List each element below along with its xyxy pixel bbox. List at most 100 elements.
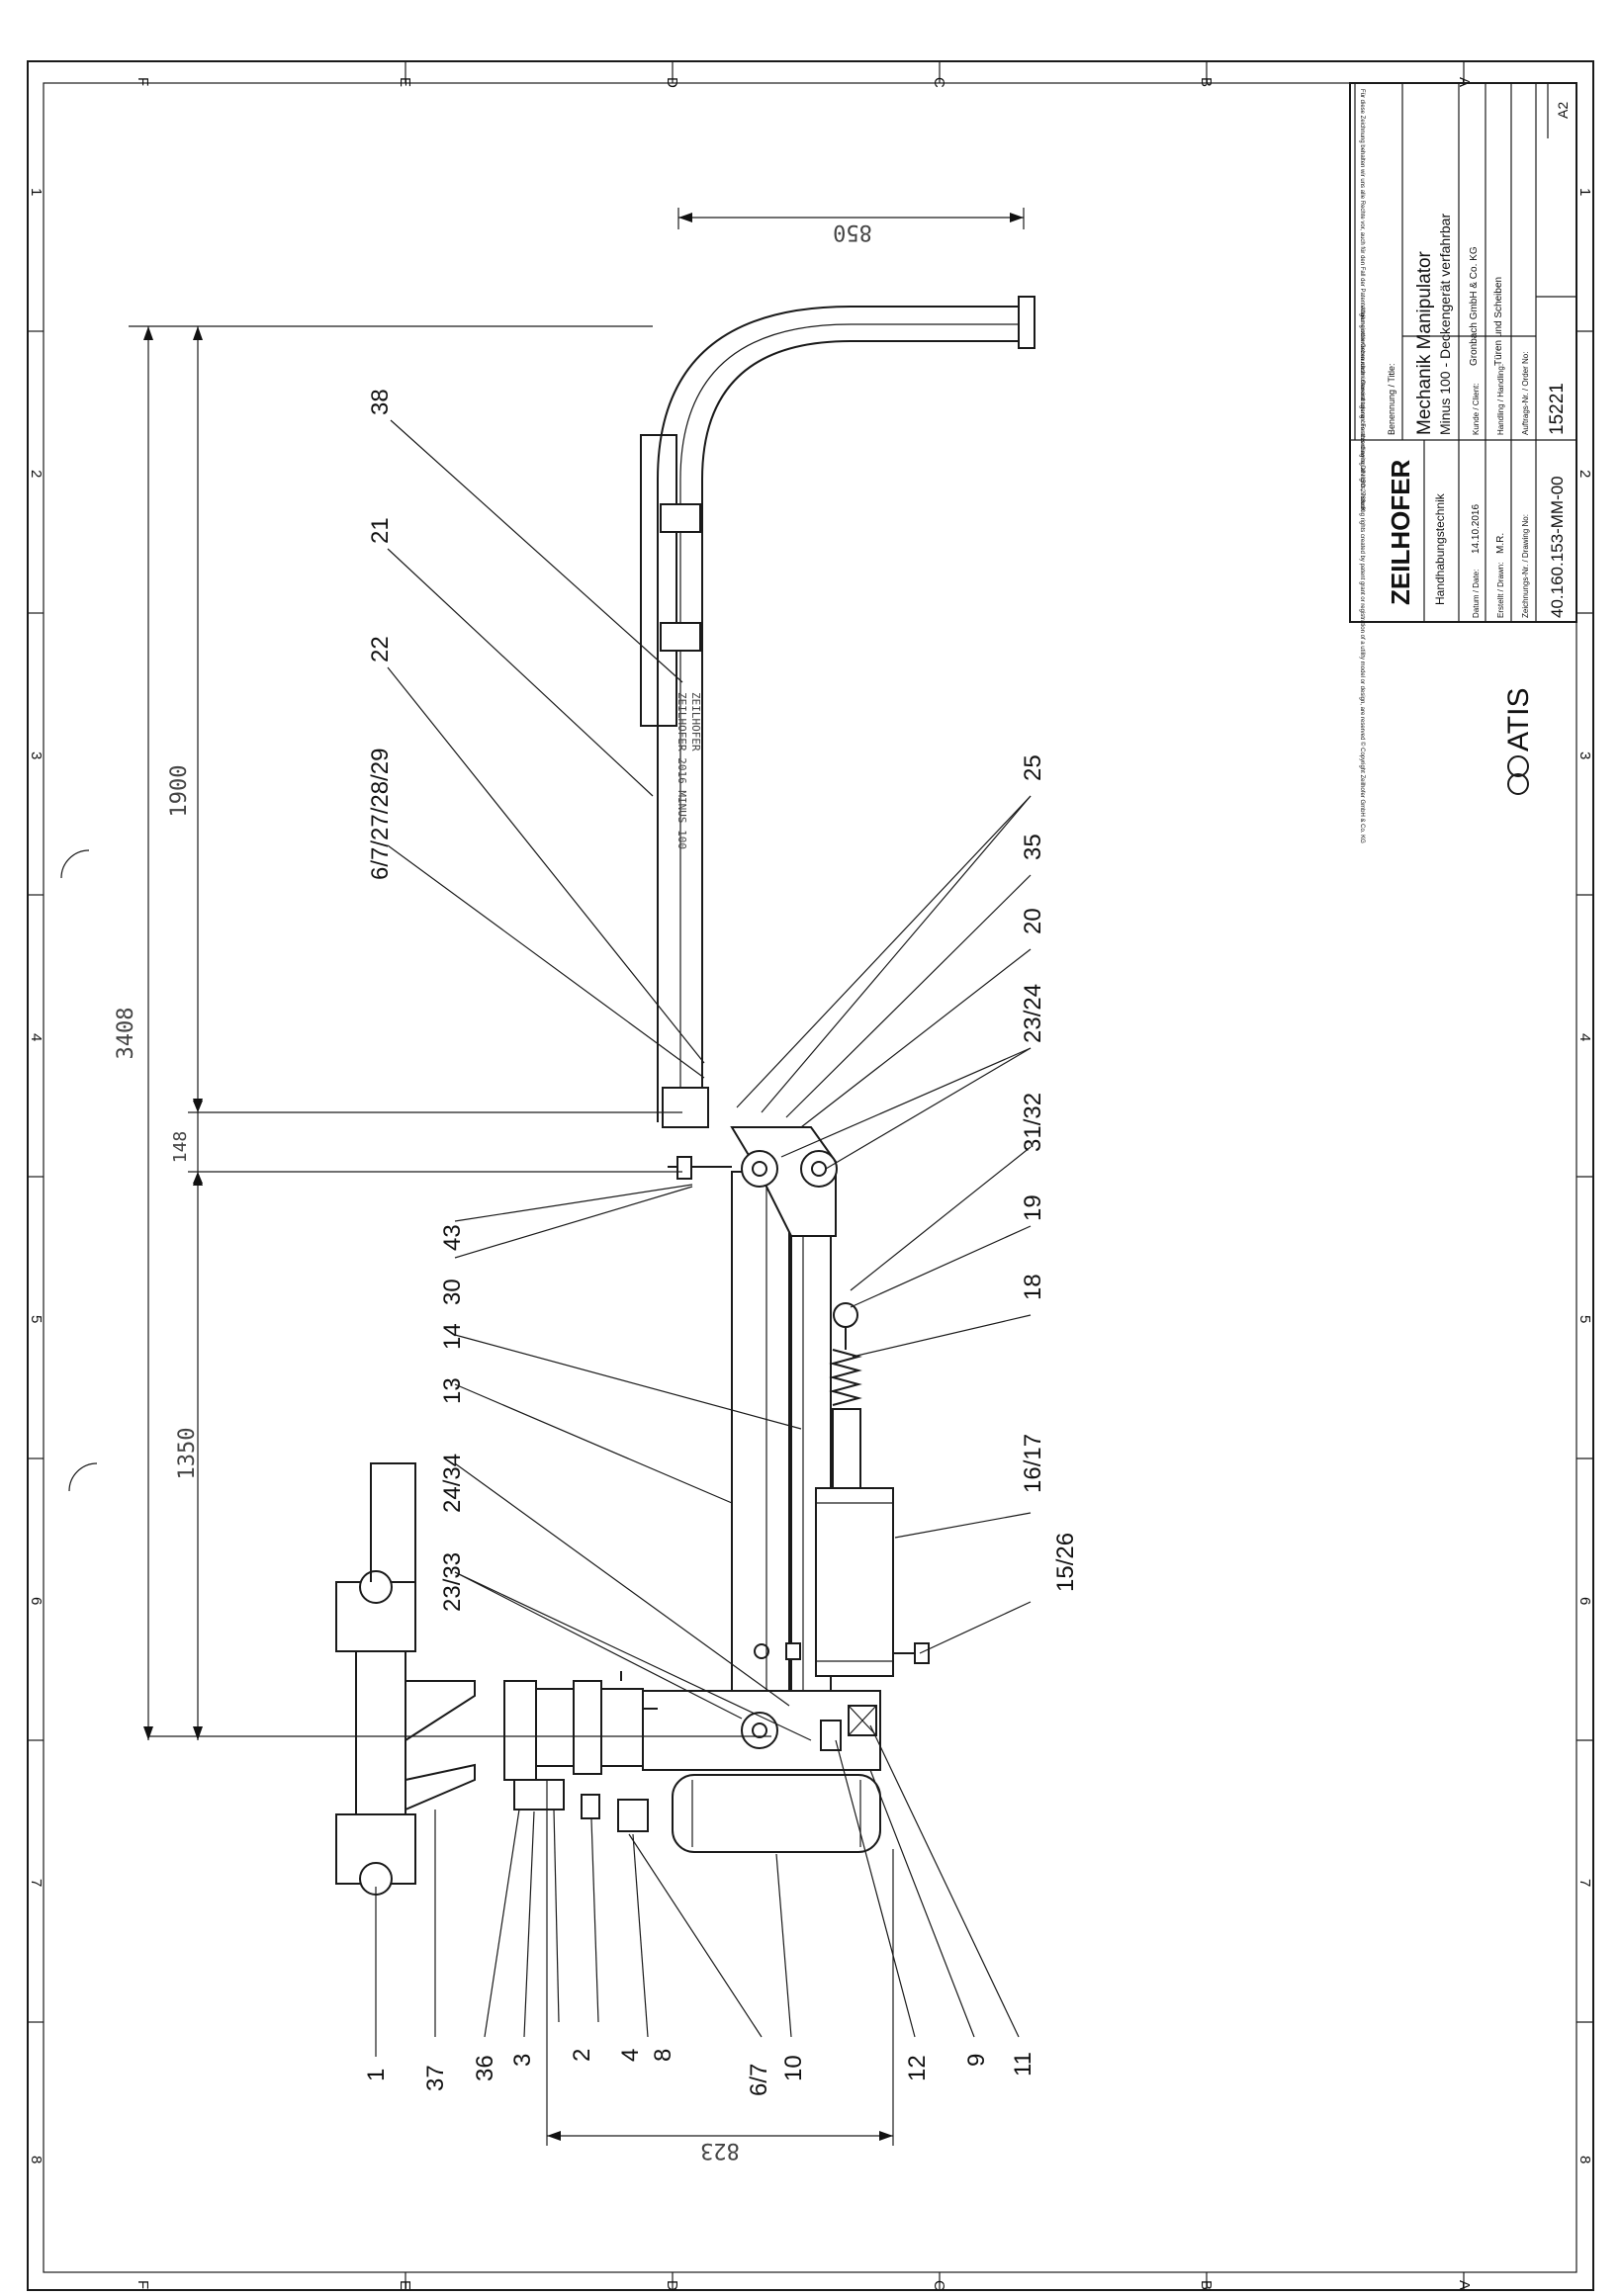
head-pivot-2 (800, 1150, 838, 1188)
cylinder-body (815, 1487, 894, 1677)
trolley-bracket (405, 1763, 476, 1811)
row-left-3: 3 (28, 751, 45, 759)
base-square-cross (848, 1705, 877, 1736)
col-top-b: B (1198, 77, 1215, 87)
valve-block (617, 1799, 649, 1832)
callout-2: 2 (569, 2049, 595, 2062)
callout-37: 37 (422, 2065, 449, 2091)
col-top-f: F (135, 77, 151, 86)
row-left-6: 6 (28, 1597, 45, 1605)
leader-lines (375, 419, 1032, 2057)
row-right-1: 1 (1576, 188, 1593, 196)
arm-pin (754, 1643, 769, 1659)
client-label: Kunde / Client: (1472, 384, 1481, 435)
main-arm (668, 1126, 838, 1726)
trolley-handle (370, 1462, 416, 1582)
callout-19: 19 (1020, 1194, 1046, 1221)
pipe-end-fitting (1018, 296, 1035, 349)
callout-10: 10 (780, 2055, 807, 2081)
upper-arm: ZEILHOFER 2016 MINUS 100 ZEILHOFER (640, 296, 1035, 1128)
callout-24-34: 24/34 (439, 1454, 466, 1513)
arm-nut (785, 1642, 801, 1660)
pipe-label: ZEILHOFER 2016 MINUS 100 (675, 692, 688, 849)
dimension-823: 823 (546, 1780, 894, 2163)
callout-35: 35 (1020, 834, 1046, 860)
callout-11: 11 (1010, 2052, 1036, 2076)
dim-1900-text: 1900 (167, 765, 192, 818)
row-right-3: 3 (1576, 751, 1593, 759)
callout-9: 9 (963, 2054, 990, 2067)
client-value: Gronbach GmbH & Co. KG (1469, 246, 1480, 366)
date-value: 14.10.2016 (1471, 504, 1482, 554)
callout-36: 36 (472, 2055, 498, 2081)
atis-logo-ring (1507, 755, 1529, 777)
callout-12: 12 (904, 2055, 931, 2081)
col-top-e: E (397, 77, 413, 87)
zone-labels: F E D C B A F E D C B A 1 2 3 4 5 6 7 8 … (28, 77, 1593, 2291)
row-right-7: 7 (1576, 1879, 1593, 1887)
cylinder-rod-housing (832, 1408, 861, 1489)
date-label: Datum / Date: (1472, 570, 1481, 618)
row-left-8: 8 (28, 2156, 45, 2164)
callout-18: 18 (1020, 1274, 1046, 1300)
row-left-4: 4 (28, 1033, 45, 1041)
callout-31-32: 31/32 (1020, 1093, 1046, 1152)
col-bottom-a: A (1456, 2280, 1473, 2290)
trolley-wheel (359, 1570, 393, 1604)
row-left-5: 5 (28, 1315, 45, 1323)
pipe-outer (657, 306, 1029, 1122)
pneumatic-tank (672, 1774, 881, 1853)
title-block-frame (1349, 82, 1577, 623)
punch-hole-mark (60, 849, 90, 879)
dim-850-text: 850 (833, 220, 872, 244)
cylinder-fitting (914, 1642, 930, 1664)
punch-hole-mark (68, 1462, 98, 1492)
dim-3408-text: 3408 (114, 1008, 138, 1060)
order-no: 15221 (1547, 383, 1568, 435)
callout-30: 30 (439, 1279, 466, 1305)
title-1: Mechanik Manipulator (1414, 250, 1435, 435)
col-top-d: D (664, 77, 680, 88)
col-bottom-d: D (664, 2280, 680, 2291)
head-pivot (741, 1150, 778, 1188)
column-lower (513, 1779, 565, 1810)
tolerance-note: Allgemeintoleranzen nach / General toler… (1359, 307, 1365, 511)
row-right-5: 5 (1576, 1315, 1593, 1323)
dimension-3408: 3408 (114, 325, 653, 1740)
gas-spring (815, 1302, 930, 1677)
row-right-8: 8 (1576, 2156, 1593, 2164)
row-left-1: 1 (28, 188, 45, 196)
spring-coil (829, 1349, 862, 1406)
pipe-mid (679, 323, 1029, 1122)
callout-43: 43 (439, 1224, 466, 1251)
valve-block-small (581, 1794, 600, 1819)
handling-value: Türen und Scheiben (1493, 277, 1504, 366)
company-logo: ZEILHOFER (1386, 459, 1415, 605)
trolley-bracket (405, 1680, 476, 1742)
callout-6-7: 6/7 (746, 2064, 772, 2096)
col-bottom-c: C (931, 2280, 947, 2291)
callout-20: 20 (1020, 908, 1046, 934)
column-flange (503, 1680, 537, 1781)
callout-16-17: 16/17 (1020, 1434, 1046, 1493)
dim-148-text: 148 (170, 1131, 191, 1164)
drawing-no: 40.160.153-MM-00 (1548, 476, 1567, 618)
format: A2 (1555, 102, 1571, 119)
head-pivot-inner (752, 1161, 767, 1177)
dimension-148: 148 (170, 1101, 682, 1184)
inner-frame (43, 82, 1577, 2273)
callout-13: 13 (439, 1377, 466, 1404)
col-bottom-b: B (1198, 2280, 1215, 2290)
title-2: Minus 100 - Deckengerät verfahrbar (1437, 214, 1453, 435)
col-top-c: C (931, 77, 947, 88)
dimension-1350: 1350 (175, 1172, 203, 1740)
drawn-value: M.R. (1495, 533, 1506, 554)
callout-38: 38 (367, 389, 394, 415)
spring-eye (833, 1302, 858, 1328)
head-pin (676, 1156, 692, 1180)
pipe-inner (701, 340, 1029, 1122)
dimension-1900: 1900 (167, 326, 682, 1113)
atis-logo-ring (1507, 773, 1529, 795)
atis-text: ATIS (1502, 688, 1535, 751)
